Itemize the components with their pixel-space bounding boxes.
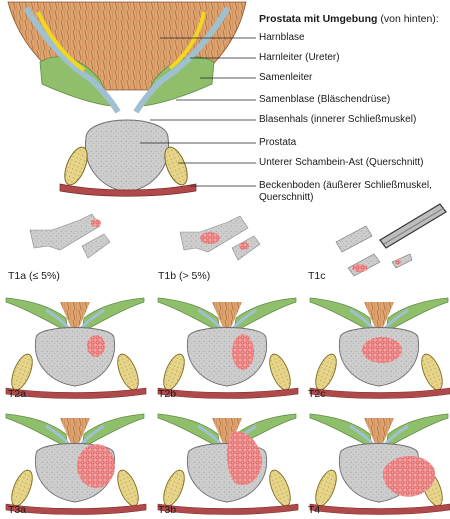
- label-beckenboden-line1: Beckenboden (äußerer Schließmuskel,: [259, 180, 432, 192]
- label-beckenboden-line2: Querschnitt): [259, 192, 313, 204]
- label-prostata: Prostata: [259, 137, 296, 149]
- label-samenleiter: Samenleiter: [259, 72, 312, 84]
- stage-label-t3b: T3b: [158, 504, 176, 516]
- stage-t3a-tumor: [77, 444, 115, 488]
- stage-label-t1a: T1a (≤ 5%): [8, 270, 60, 282]
- stage-label-t4: T4: [308, 504, 320, 516]
- stage-t1c-figure: [336, 204, 446, 276]
- stage-label-t2c: T2c: [308, 388, 326, 400]
- stage-t3a-scene: [6, 414, 146, 515]
- stage-t2b-scene: [158, 298, 298, 399]
- stage-label-t2b: T2b: [158, 388, 176, 400]
- label-harnblase: Harnblase: [259, 32, 305, 44]
- stage-t2c-tumor: [362, 337, 402, 363]
- prostate-shape: [85, 120, 168, 192]
- label-schambein-ast: Unterer Schambein-Ast (Querschnitt): [259, 157, 424, 169]
- figure-title-rest: (von hinten):: [377, 13, 438, 25]
- stage-t1b-figure: [180, 216, 260, 260]
- figure-title: Prostata mit Umgebung (von hinten):: [259, 13, 439, 25]
- figure-title-bold: Prostata mit Umgebung: [259, 13, 377, 25]
- label-harnleiter: Harnleiter (Ureter): [259, 52, 340, 64]
- label-samenblase: Samenblase (Bläschendrüse): [259, 94, 390, 106]
- stage-label-t2a: T2a: [8, 388, 26, 400]
- stage-t2a-scene: [6, 298, 146, 399]
- label-blasenhals: Blasenhals (innerer Schließmuskel): [259, 114, 416, 126]
- stage-t1a-figure: [30, 214, 110, 258]
- stage-t2b-tumor: [232, 334, 254, 370]
- stage-label-t3a: T3a: [8, 504, 26, 516]
- stage-label-t1c: T1c: [308, 270, 326, 282]
- stage-t2a-tumor: [87, 335, 105, 357]
- stage-label-t1b: T1b (> 5%): [158, 270, 210, 282]
